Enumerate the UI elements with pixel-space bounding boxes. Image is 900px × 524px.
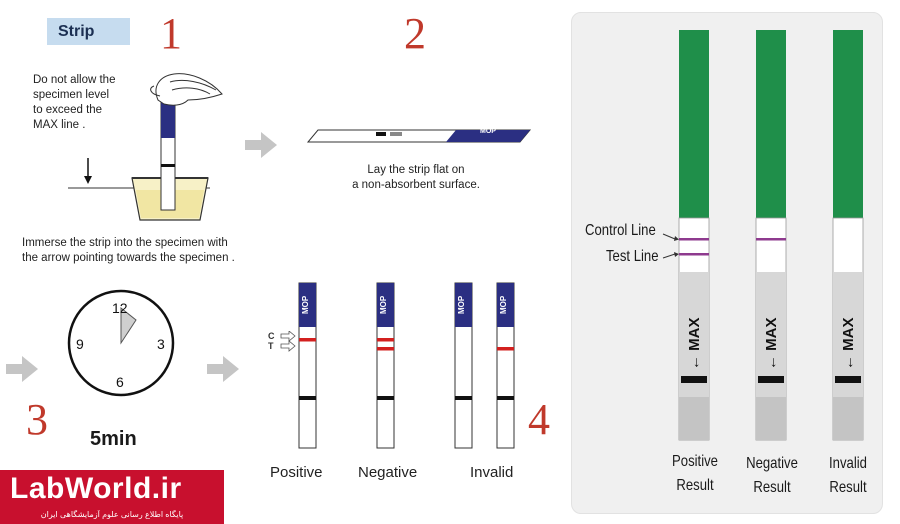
strip-brand-label: MOP: [163, 84, 172, 103]
clock-number-6: 6: [116, 374, 124, 390]
instruction-line: the arrow pointing towards the specimen …: [22, 252, 235, 264]
strip-brand-label: MOP: [499, 295, 508, 314]
arrow-right-icon: [6, 356, 38, 382]
caption-line: Positive: [672, 453, 718, 470]
arrow-right-icon: [207, 356, 239, 382]
clock-number-12: 12: [112, 300, 128, 316]
caption-line: Invalid: [829, 455, 867, 472]
step1-instruction: Immerse the strip into the specimen with…: [22, 236, 235, 266]
arrow-left-icon: ←: [840, 355, 857, 370]
control-line-label: Control Line: [585, 222, 656, 239]
wait-time: 5min: [90, 428, 137, 450]
max-text: MAX: [686, 317, 703, 351]
max-text: MAX: [840, 317, 857, 351]
caption-negative-result: Negative Result: [739, 452, 805, 500]
test-line-label: Test Line: [606, 248, 659, 265]
caption-positive-result: Positive Result: [662, 450, 728, 498]
result-strip-positive: [298, 282, 317, 449]
step2-instruction: Lay the strip flat on a non-absorbent su…: [318, 163, 514, 193]
result-strip-invalid-b: [496, 282, 515, 449]
result-label-invalid: Invalid: [470, 464, 514, 481]
max-label-positive: ← MAX: [686, 317, 703, 370]
marker-arrows-icon: [280, 331, 296, 352]
step-number-4: 4: [528, 395, 550, 444]
step1-caution: Do not allow the specimen level to excee…: [33, 73, 115, 133]
result-strip-invalid-a: [454, 282, 473, 449]
flat-strip-illustration: [306, 129, 532, 143]
step-number-1: 1: [160, 9, 182, 58]
result-label-negative: Negative: [358, 464, 418, 481]
step-number-2: 2: [404, 9, 426, 58]
caption-line: Result: [676, 477, 714, 494]
marker-t: T: [268, 341, 274, 351]
instruction-line: Immerse the strip into the specimen with: [22, 237, 228, 249]
step-number-3: 3: [26, 395, 48, 444]
arrow-right-icon: [245, 132, 277, 158]
clock-icon: [67, 289, 175, 397]
instruction-line: a non-absorbent surface.: [352, 179, 480, 191]
caption-invalid-result: Invalid Result: [815, 452, 881, 500]
logo-name: LabWorld.ir: [10, 472, 182, 505]
clock-number-9: 9: [76, 336, 84, 352]
immerse-illustration: [68, 73, 223, 221]
max-label-invalid: ← MAX: [840, 317, 857, 370]
arrow-left-icon: ←: [686, 355, 703, 370]
strip-brand-label: MOP: [457, 295, 466, 314]
caption-line: Result: [829, 479, 867, 496]
result-label-positive: Positive: [270, 464, 323, 481]
max-label-negative: ← MAX: [763, 317, 780, 370]
marker-c: C: [268, 331, 275, 341]
clock-number-3: 3: [157, 336, 165, 352]
logo-tagline: پایگاه اطلاع رسانی علوم آزمایشگاهی ایران: [40, 510, 184, 519]
caution-line: to exceed the: [33, 104, 103, 116]
caution-line: Do not allow the: [33, 74, 116, 86]
flat-strip-brand: MOP: [480, 128, 496, 135]
labworld-logo: LabWorld.ir پایگاه اطلاع رسانی علوم آزما…: [0, 470, 224, 524]
caution-line: specimen level: [33, 89, 110, 101]
arrow-left-icon: ←: [763, 355, 780, 370]
max-text: MAX: [763, 317, 780, 351]
result-panel: [571, 12, 883, 514]
caption-line: Negative: [746, 455, 798, 472]
caption-line: Result: [753, 479, 791, 496]
result-strip-negative: [376, 282, 395, 449]
strip-brand-label: MOP: [301, 295, 310, 314]
result-strips-illustration: [662, 30, 864, 441]
strip-label: Strip: [47, 18, 130, 45]
instruction-line: Lay the strip flat on: [367, 164, 465, 176]
strip-brand-label: MOP: [379, 295, 388, 314]
caution-line: MAX line .: [33, 119, 86, 131]
